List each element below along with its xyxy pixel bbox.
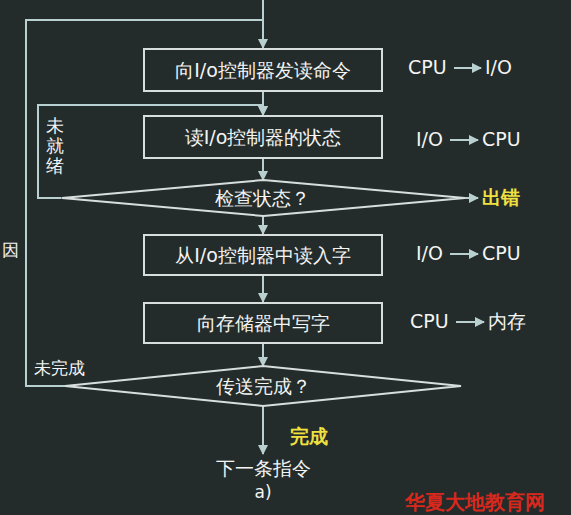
edge-label: 未就绪 — [46, 116, 64, 175]
process-box: 向存储器中写字 — [143, 302, 383, 344]
process-box: 向I/o控制器发读命令 — [143, 48, 383, 92]
transfer-arrow — [450, 253, 478, 255]
done-note: 完成 — [290, 425, 328, 448]
edge-label: 未完成 — [34, 358, 85, 378]
node-text: 检查状态？ — [215, 187, 310, 210]
unit-name: I/O — [416, 242, 443, 265]
node-text: 向I/o控制器发读命令 — [175, 59, 351, 82]
decision-diamond: 检查状态？ — [62, 180, 465, 216]
next-step: 下一条指令 — [216, 457, 311, 480]
unit-name: CPU — [482, 242, 521, 265]
unit-name: I/O — [416, 128, 443, 151]
unit-name: CPU — [482, 128, 521, 151]
flow-connector — [262, 216, 264, 234]
unit-name: CPU — [408, 56, 447, 79]
diamond-outline — [62, 180, 465, 216]
transfer-arrow — [450, 139, 478, 141]
node-text: 传送完成？ — [216, 375, 311, 398]
transfer-arrow — [454, 67, 481, 69]
flow-connector — [262, 159, 264, 180]
node-text: 从I/o控制器中读入字 — [175, 244, 351, 267]
entry-line — [262, 0, 264, 20]
cut-text: 因 — [2, 240, 19, 260]
error-note: 出错 — [482, 186, 520, 209]
flow-connector — [262, 276, 264, 302]
figure-tag: a) — [254, 482, 271, 502]
diamond-outline — [65, 366, 461, 406]
decision-diamond: 传送完成？ — [65, 366, 461, 406]
process-box: 读I/o控制器的状态 — [143, 115, 383, 159]
watermark: 华夏大地教育网 — [405, 490, 545, 514]
process-box: 从I/o控制器中读入字 — [143, 234, 383, 276]
flow-connector — [38, 105, 263, 198]
done-arrow — [262, 406, 264, 454]
flow-connector — [262, 344, 264, 366]
node-text: 向存储器中写字 — [197, 312, 330, 335]
unit-name: 内存 — [488, 310, 526, 333]
unit-name: I/O — [485, 56, 512, 79]
transfer-arrow — [456, 321, 484, 323]
unit-name: CPU — [410, 310, 449, 333]
node-text: 读I/o控制器的状态 — [185, 126, 342, 149]
